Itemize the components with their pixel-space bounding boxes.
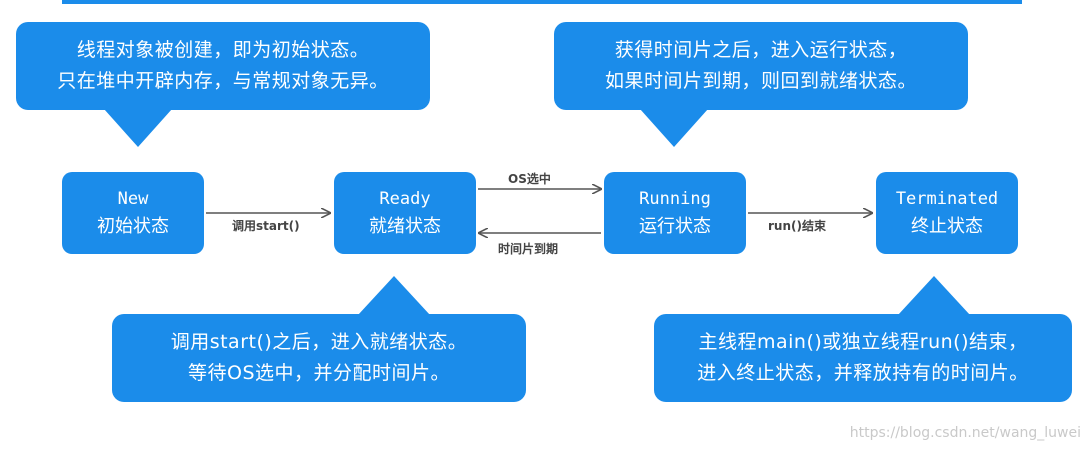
state-running: Running 运行状态 — [604, 172, 746, 254]
state-name-en: Ready — [379, 189, 431, 209]
callout-ready-state: 调用start()之后，进入就绪状态。 等待OS选中，并分配时间片。 — [112, 276, 526, 402]
state-name-zh: 初始状态 — [97, 216, 169, 237]
state-name-en: New — [117, 189, 149, 209]
callout-line: 进入终止状态，并释放持有的时间片。 — [697, 362, 1029, 384]
state-terminated: Terminated 终止状态 — [876, 172, 1018, 254]
watermark: https://blog.csdn.net/wang_luwei — [849, 425, 1081, 441]
callout-line: 等待OS选中，并分配时间片。 — [187, 362, 451, 384]
transition-label-start: 调用start() — [232, 219, 300, 233]
state-ready: Ready 就绪状态 — [334, 172, 476, 254]
state-name-zh: 就绪状态 — [369, 216, 441, 237]
state-new: New 初始状态 — [62, 172, 204, 254]
callout-line: 主线程main()或独立线程run()结束， — [698, 331, 1028, 353]
state-name-en: Running — [639, 189, 711, 209]
callout-line: 调用start()之后，进入就绪状态。 — [170, 331, 468, 353]
state-name-zh: 运行状态 — [639, 216, 711, 237]
callout-terminated-state: 主线程main()或独立线程run()结束， 进入终止状态，并释放持有的时间片。 — [654, 276, 1072, 402]
transition-label-timeslice-expire: 时间片到期 — [498, 242, 559, 256]
callout-line: 线程对象被创建，即为初始状态。 — [76, 39, 370, 61]
state-name-zh: 终止状态 — [911, 216, 983, 237]
callout-line: 获得时间片之后，进入运行状态， — [614, 39, 908, 61]
callout-running-state: 获得时间片之后，进入运行状态， 如果时间片到期，则回到就绪状态。 — [554, 22, 968, 147]
callout-new-state: 线程对象被创建，即为初始状态。 只在堆中开辟内存，与常规对象无异。 — [16, 22, 430, 147]
transition-label-run-end: run()结束 — [768, 219, 826, 233]
transition-label-os-select: OS选中 — [508, 172, 551, 186]
state-name-en: Terminated — [895, 189, 999, 209]
callout-line: 只在堆中开辟内存，与常规对象无异。 — [57, 70, 389, 92]
top-accent-bar — [62, 0, 1022, 4]
callout-line: 如果时间片到期，则回到就绪状态。 — [604, 70, 917, 92]
